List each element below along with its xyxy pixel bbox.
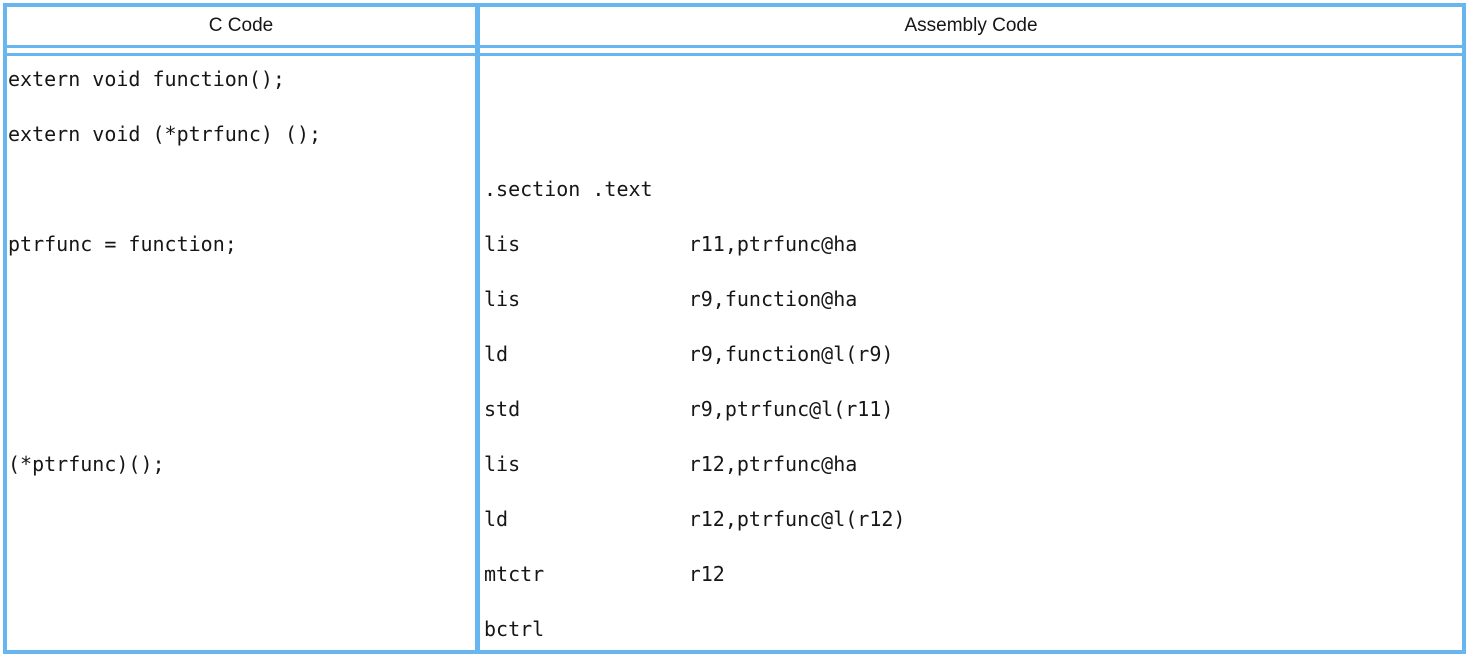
column-divider <box>475 3 480 654</box>
column-header-assembly-code: Assembly Code <box>904 15 1038 36</box>
assembly-code-block: .section .text lis r11,ptrfunc@ha lis r9… <box>484 177 906 641</box>
table-outer-border <box>3 3 1466 654</box>
column-header-c-code: C Code <box>208 15 274 36</box>
header-separator-line-top <box>3 45 1466 48</box>
c-code-block: extern void function(); extern void (*pt… <box>8 67 322 476</box>
header-separator-line-bottom <box>3 53 1466 56</box>
